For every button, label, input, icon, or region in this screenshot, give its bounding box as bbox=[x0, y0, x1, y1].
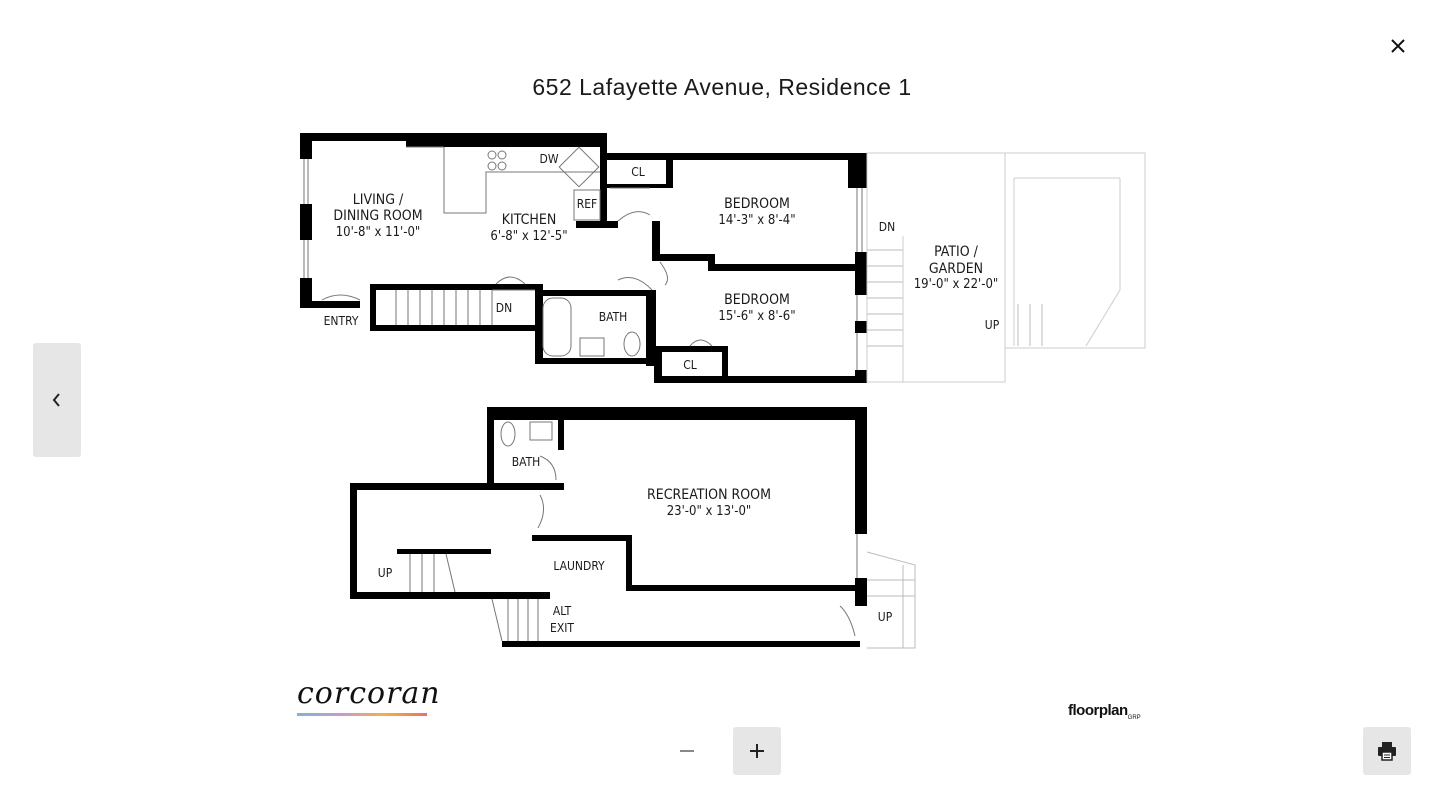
bath-label-upper: BATH bbox=[598, 310, 628, 324]
alt-exit-label: ALT bbox=[552, 604, 572, 618]
recreation-room-dimensions: 23'-0" x 13'-0" bbox=[666, 504, 752, 519]
bath-label-lower: BATH bbox=[511, 455, 541, 469]
dishwasher-label: DW bbox=[539, 152, 559, 166]
bedroom-1-dimensions: 14'-3" x 8'-4" bbox=[718, 213, 796, 228]
close-button[interactable] bbox=[1380, 28, 1416, 64]
bedroom-2-dimensions: 15'-6" x 8'-6" bbox=[718, 309, 796, 324]
lower-up-label: UP bbox=[377, 566, 393, 580]
floorplan-group-logo: floorplanGRP bbox=[1068, 702, 1141, 721]
recreation-room-label: RECREATION ROOM bbox=[647, 487, 771, 503]
corcoran-logo-bar bbox=[297, 713, 427, 716]
kitchen-label: KITCHEN bbox=[501, 212, 557, 228]
zoom-in-button[interactable] bbox=[733, 727, 781, 775]
floorplan-group-logo-text: floorplan bbox=[1068, 702, 1128, 719]
exterior-up-label: UP bbox=[877, 610, 893, 624]
closet-label-1: CL bbox=[631, 165, 645, 179]
previous-button[interactable] bbox=[33, 343, 81, 457]
minus-icon bbox=[680, 750, 694, 752]
kitchen-dimensions: 6'-8" x 12'-5" bbox=[490, 229, 568, 244]
patio-label-2: GARDEN bbox=[928, 261, 984, 277]
alt-exit-label-2: EXIT bbox=[550, 621, 574, 635]
living-room-label: LIVING / bbox=[352, 192, 404, 208]
stair-down-label: DN bbox=[495, 301, 513, 315]
bedroom-2-label: BEDROOM bbox=[724, 292, 790, 308]
zoom-out-button[interactable] bbox=[663, 727, 711, 775]
patio-label: PATIO / bbox=[934, 244, 978, 260]
chevron-left-icon bbox=[52, 393, 60, 407]
floorplan-title: 652 Lafayette Avenue, Residence 1 bbox=[532, 74, 912, 100]
corcoran-logo: corcoran bbox=[297, 676, 441, 720]
close-icon bbox=[1391, 39, 1405, 53]
closet-label-2: CL bbox=[683, 358, 697, 372]
living-room-dimensions: 10'-8" x 11'-0" bbox=[335, 225, 421, 240]
plus-icon bbox=[750, 744, 764, 758]
patio-down-label: DN bbox=[878, 220, 896, 234]
corcoran-logo-text: corcoran bbox=[297, 676, 441, 711]
print-button[interactable] bbox=[1363, 727, 1411, 775]
refrigerator-label: REF bbox=[576, 197, 598, 211]
bedroom-1-label: BEDROOM bbox=[724, 196, 790, 212]
print-icon bbox=[1378, 742, 1396, 761]
patio-up-label: UP bbox=[984, 318, 1000, 332]
living-room-label-2: DINING ROOM bbox=[333, 208, 423, 224]
entry-label: ENTRY bbox=[323, 314, 359, 328]
floorplan-group-logo-suffix: GRP bbox=[1127, 715, 1141, 721]
patio-dimensions: 19'-0" x 22'-0" bbox=[913, 277, 999, 292]
laundry-label: LAUNDRY bbox=[553, 559, 605, 573]
